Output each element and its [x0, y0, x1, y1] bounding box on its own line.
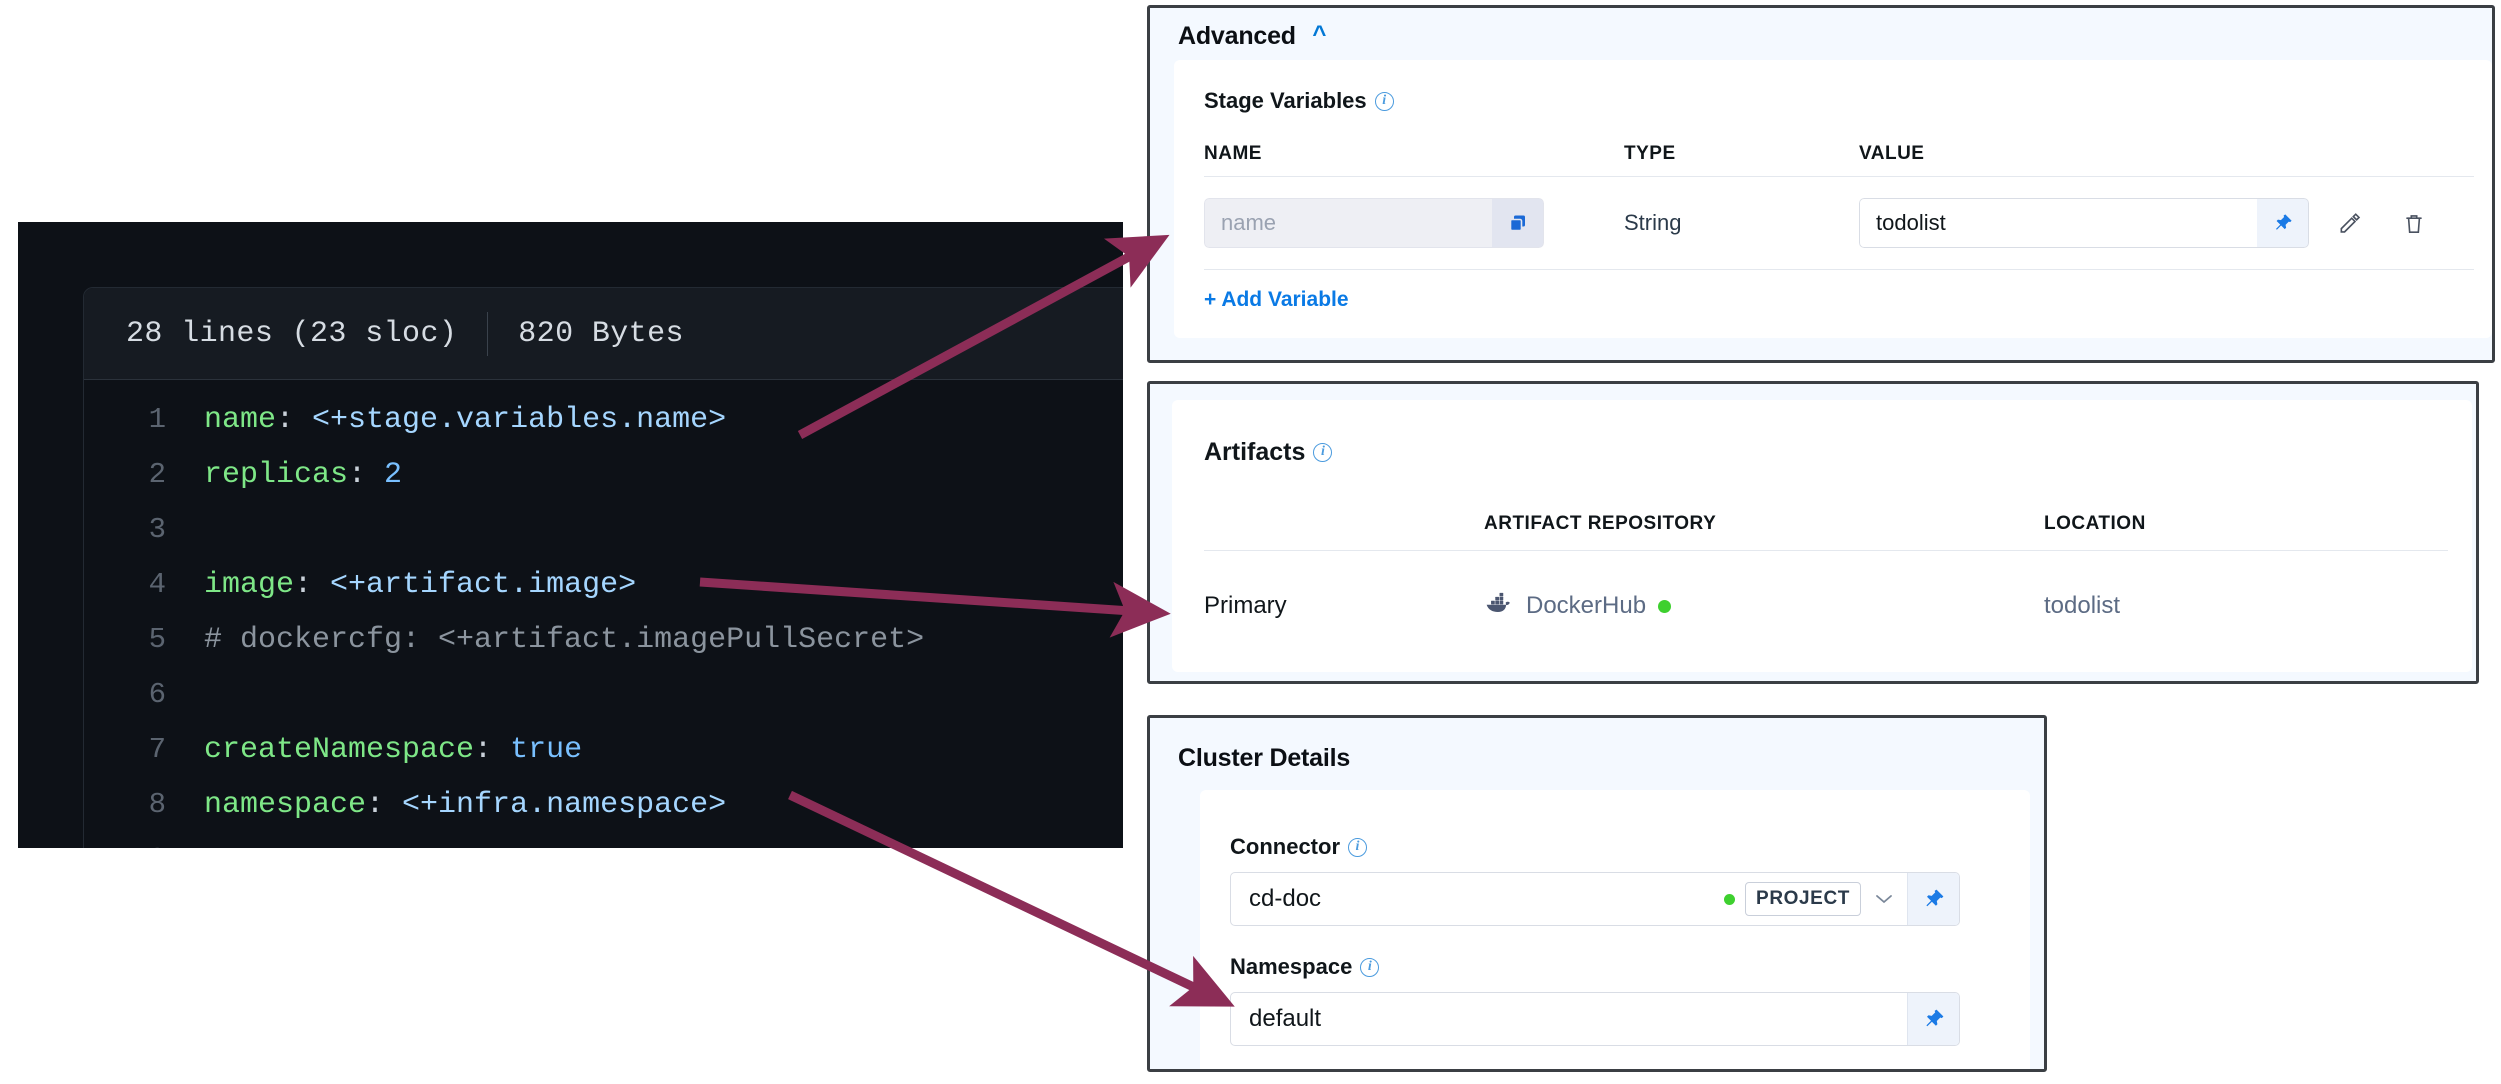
green-status-dot: [1658, 599, 1672, 613]
line-number: 7: [148, 733, 166, 766]
code-viewer-panel: 28 lines (23 sloc) 820 Bytes 1 name: <+st…: [18, 222, 1123, 848]
pencil-icon[interactable]: [2327, 200, 2373, 246]
line-number: 9: [84, 843, 204, 848]
code-line: 2 replicas: 2: [84, 447, 1123, 502]
column-header-type: TYPE: [1624, 143, 1676, 164]
variable-name-cell: name: [1204, 198, 1624, 248]
connector-label: Connector: [1230, 834, 1340, 859]
line-number: 8: [148, 788, 166, 821]
advanced-title: Advanced: [1178, 22, 1296, 50]
variable-type-value: String: [1624, 210, 1682, 235]
code-line: 9: [84, 832, 1123, 848]
chevron-up-icon[interactable]: ^: [1312, 21, 1327, 48]
table-row-divider: [1204, 269, 2474, 270]
line-number: 2: [148, 458, 166, 491]
pin-icon[interactable]: [2257, 198, 2309, 248]
table-divider: [1204, 550, 2448, 551]
code-line: 1 name: <+stage.variables.name>: [84, 392, 1123, 447]
variable-name-input-wrap[interactable]: name: [1204, 198, 1544, 248]
cluster-details-card: Connector i cd-doc PROJECT: [1200, 790, 2030, 1069]
stage-variables-label: Stage Variables: [1204, 88, 1367, 113]
variable-name-input[interactable]: name: [1204, 198, 1492, 248]
code-line-text: image: <+artifact.image>: [204, 567, 637, 602]
connector-select[interactable]: cd-doc PROJECT: [1230, 872, 1960, 926]
column-header-artifact-repository: ARTIFACT REPOSITORY: [1484, 513, 1717, 534]
line-number: 6: [148, 678, 166, 711]
trash-icon[interactable]: [2391, 200, 2437, 246]
cluster-details-title: Cluster Details: [1178, 744, 1351, 772]
table-header-row: ARTIFACT REPOSITORY LOCATION: [1204, 498, 2448, 550]
code-header-divider: [487, 311, 489, 356]
code-size-meta: 820 Bytes: [518, 316, 684, 351]
cluster-details-panel: Cluster Details Connector i cd-doc PROJE…: [1147, 715, 2047, 1072]
namespace-input-wrap[interactable]: default: [1230, 992, 1960, 1046]
artifacts-section-panel: Artifacts i ARTIFACT REPOSITORY LOCATION…: [1147, 381, 2479, 684]
code-viewer-header: 28 lines (23 sloc) 820 Bytes: [84, 288, 1123, 380]
table-row: Primary: [1204, 551, 2448, 661]
code-viewer-card: 28 lines (23 sloc) 820 Bytes 1 name: <+st…: [83, 287, 1123, 848]
add-variable-button[interactable]: + Add Variable: [1204, 288, 1349, 311]
code-lines-container[interactable]: 1 name: <+stage.variables.name> 2 replicas:…: [84, 380, 1123, 848]
variable-value-cell: todolist: [1859, 198, 2474, 248]
artifacts-label: Artifacts: [1204, 438, 1306, 466]
code-line: 8 namespace: <+infra.namespace>: [84, 777, 1123, 832]
copy-icon[interactable]: [1492, 198, 1544, 248]
code-line-text: namespace: <+infra.namespace>: [204, 787, 727, 822]
artifact-type: Primary: [1204, 592, 1287, 619]
green-status-dot: [1724, 893, 1736, 905]
pin-icon[interactable]: [1907, 993, 1959, 1045]
column-header-name: NAME: [1204, 143, 1262, 164]
variable-name-placeholder: name: [1221, 210, 1277, 235]
chevron-down-icon[interactable]: [1861, 873, 1907, 925]
code-line: 5 # dockercfg: <+artifact.imagePullSecret…: [84, 612, 1123, 667]
variable-value-input[interactable]: todolist: [1859, 198, 2257, 248]
line-number: 3: [148, 513, 166, 546]
stage-variables-table: NAME TYPE VALUE name: [1204, 132, 2474, 270]
code-line: 6: [84, 667, 1123, 722]
namespace-field: Namespace i default: [1230, 954, 1960, 1046]
namespace-label: Namespace: [1230, 954, 1353, 979]
variable-type-cell: String: [1624, 210, 1859, 236]
connector-label-row: Connector i: [1230, 834, 1367, 860]
line-number: 4: [148, 568, 166, 601]
info-icon[interactable]: i: [1360, 957, 1380, 977]
connector-value: cd-doc: [1249, 885, 1322, 912]
info-icon[interactable]: i: [1374, 91, 1394, 111]
advanced-section-panel: Advanced ^ Stage Variables i NAME TYPE V…: [1147, 5, 2495, 363]
stage-variables-label-row: Stage Variables i: [1204, 88, 1394, 114]
code-line: 3: [84, 502, 1123, 557]
artifacts-card: Artifacts i ARTIFACT REPOSITORY LOCATION…: [1172, 400, 2472, 672]
line-number: 1: [148, 403, 166, 436]
code-line-text: name: <+stage.variables.name>: [204, 402, 727, 437]
code-line: 7 createNamespace: true: [84, 722, 1123, 777]
artifacts-label-row: Artifacts i: [1204, 438, 1333, 467]
info-icon[interactable]: i: [1348, 837, 1367, 857]
scope-badge: PROJECT: [1745, 882, 1861, 916]
artifact-repository-name: DockerHub: [1526, 592, 1647, 619]
column-header-value: VALUE: [1859, 143, 1925, 164]
artifact-repository-wrap[interactable]: DockerHub: [1484, 591, 1672, 622]
code-line-text: createNamespace: true: [204, 732, 583, 767]
variable-value-input-wrap[interactable]: todolist: [1859, 198, 2309, 248]
table-divider: [1204, 176, 2474, 177]
table-header-row: NAME TYPE VALUE: [1204, 132, 2474, 176]
info-icon[interactable]: i: [1313, 443, 1333, 462]
code-line-text: replicas: 2: [204, 457, 403, 492]
code-line: 4 image: <+artifact.image>: [84, 557, 1123, 612]
namespace-label-row: Namespace i: [1230, 954, 1380, 980]
line-number: 5: [148, 623, 166, 656]
code-line-text: # dockercfg: <+artifact.imagePullSecret>: [204, 622, 925, 657]
namespace-input[interactable]: default: [1249, 1005, 1322, 1032]
stage-variables-card: Stage Variables i NAME TYPE VALUE name: [1174, 60, 2492, 338]
column-header-location: LOCATION: [2044, 513, 2146, 534]
artifacts-table: ARTIFACT REPOSITORY LOCATION Primary: [1204, 498, 2448, 661]
code-lines-meta: 28 lines (23 sloc): [126, 316, 458, 351]
artifact-location: todolist: [2044, 592, 2121, 619]
advanced-header[interactable]: Advanced ^: [1178, 21, 1327, 51]
connector-field: Connector i cd-doc PROJECT: [1230, 834, 1960, 926]
artifact-repository-cell: DockerHub: [1484, 591, 2044, 622]
pin-icon[interactable]: [1907, 873, 1959, 925]
docker-icon: [1484, 591, 1514, 622]
table-row: name String: [1204, 177, 2474, 269]
